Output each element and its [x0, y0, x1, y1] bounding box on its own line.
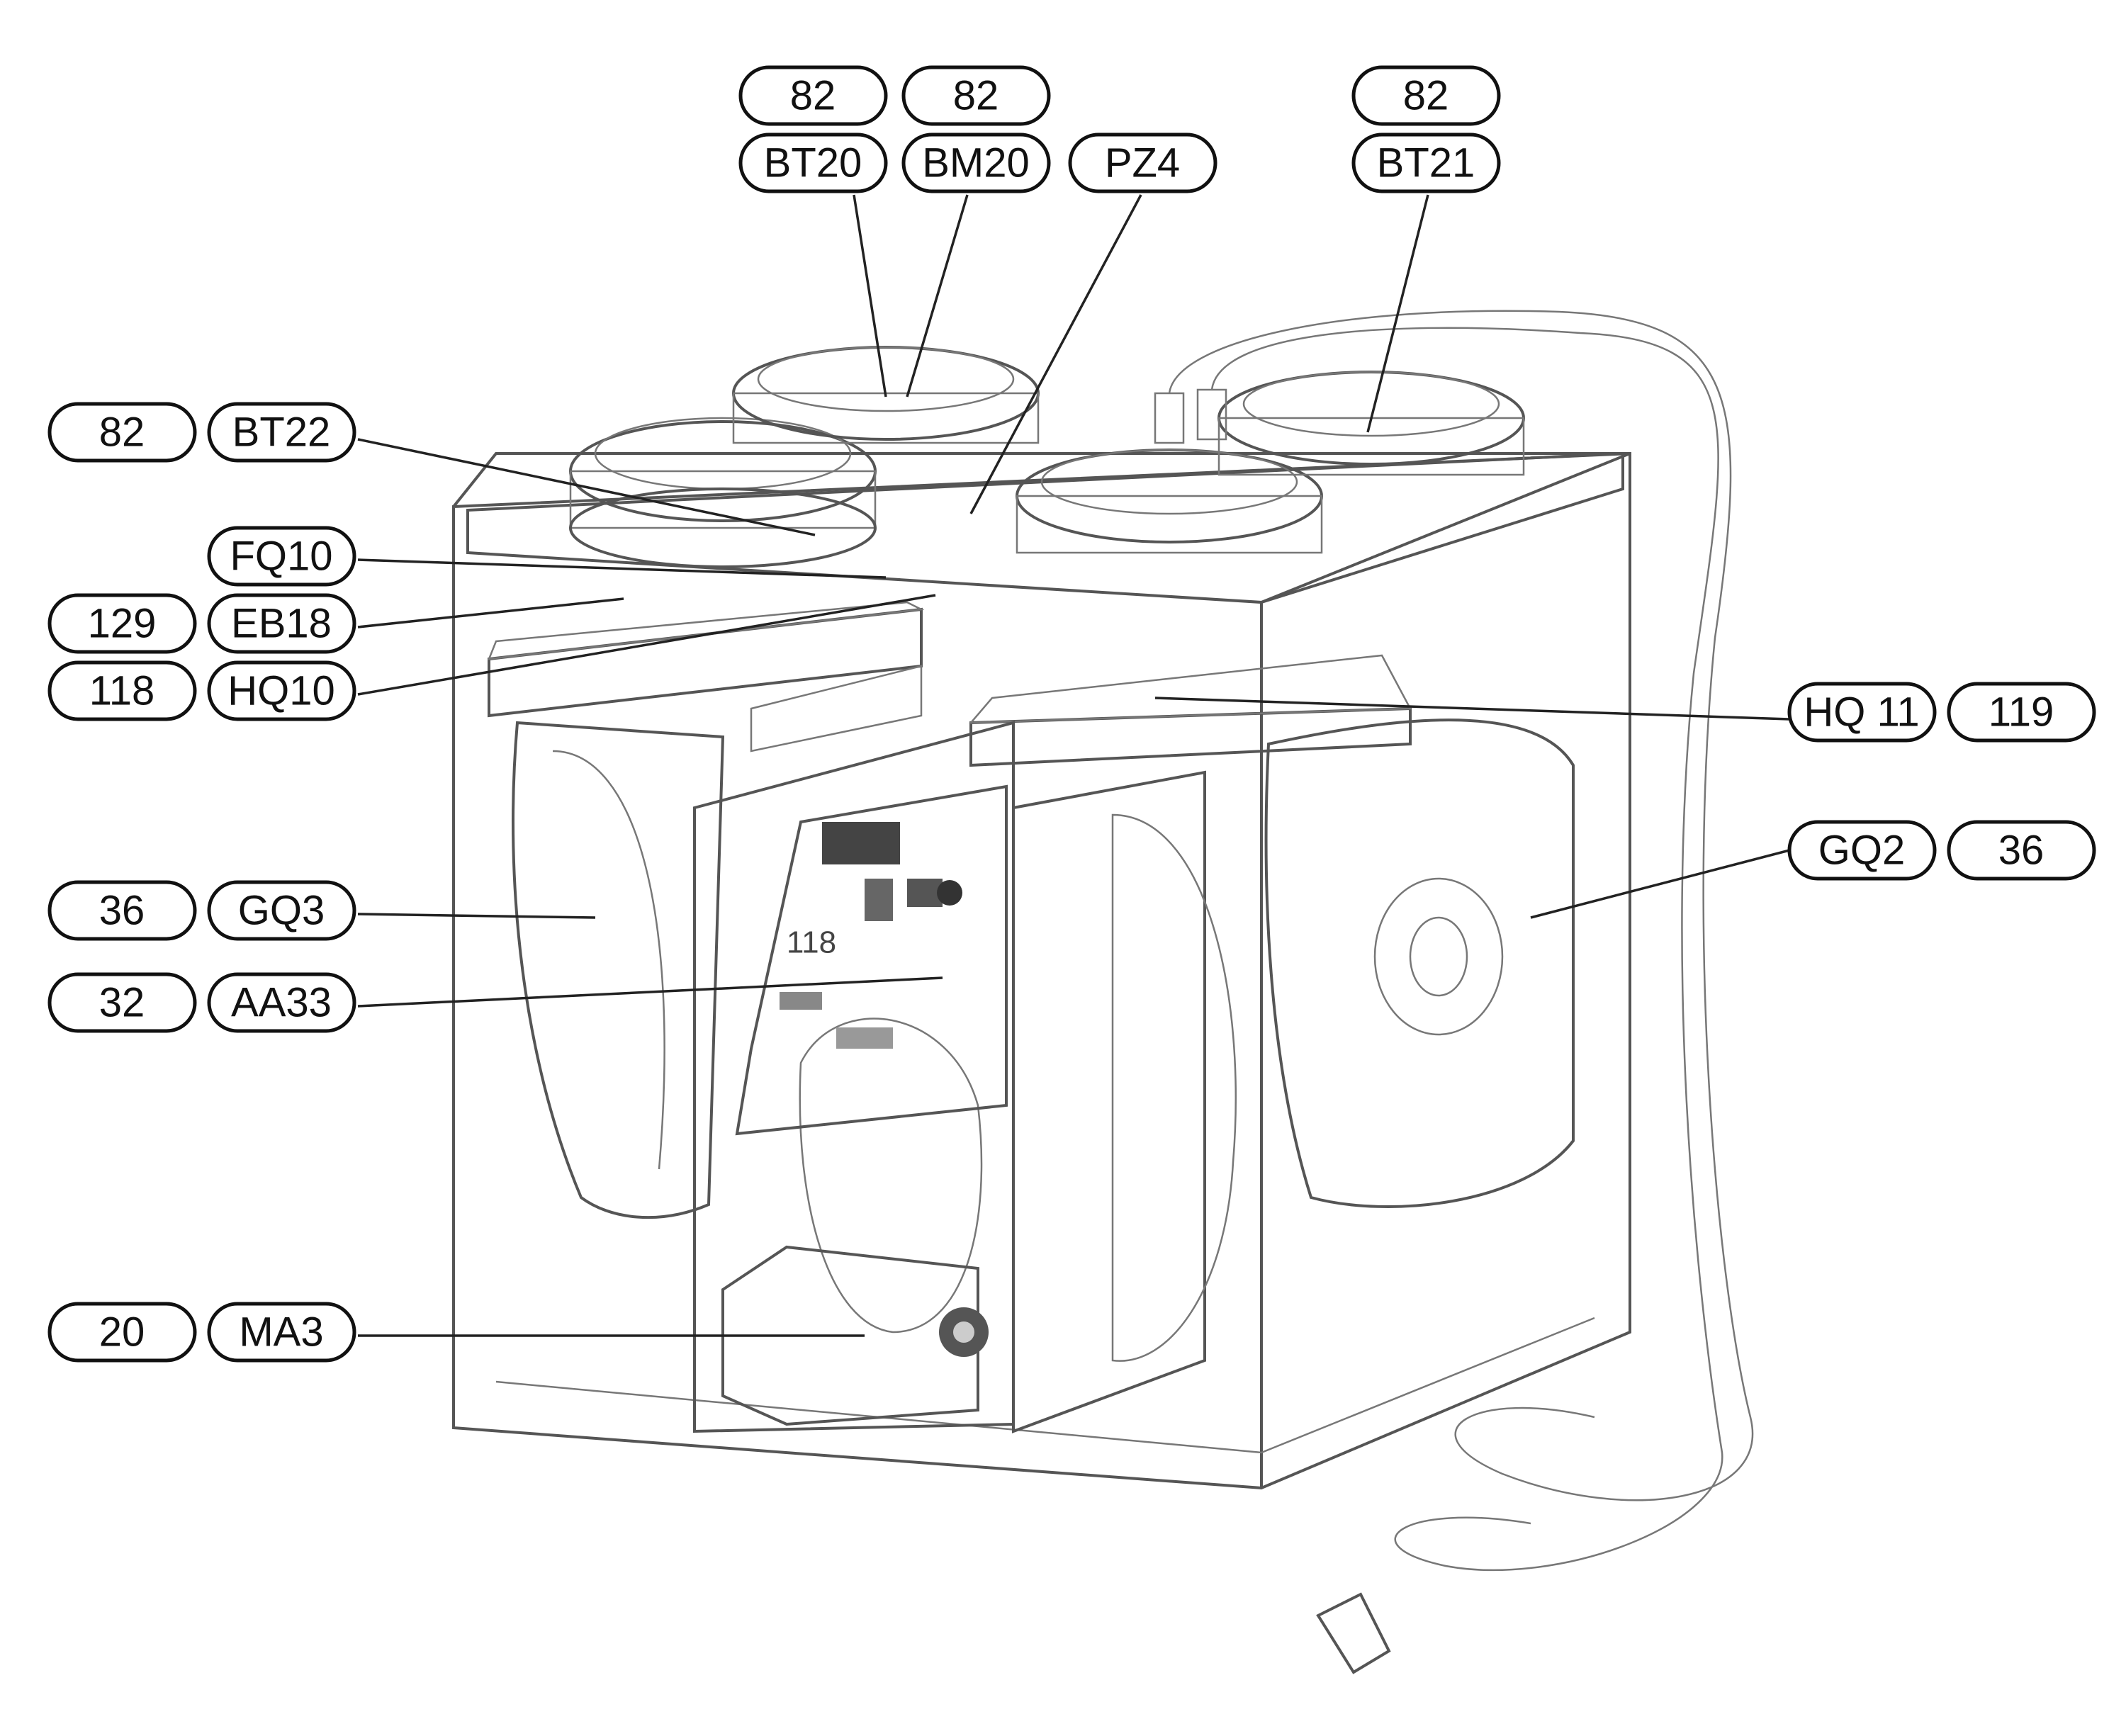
callout-pz4: PZ4	[1068, 133, 1217, 193]
leader-hq10	[357, 594, 936, 696]
callout-pill	[1787, 682, 1937, 743]
callout-bt22: 82 BT22	[47, 402, 356, 463]
callout-pill	[47, 660, 197, 721]
callout-number: 82	[790, 73, 836, 119]
leader-aa33	[357, 976, 943, 1008]
leader-gq3	[357, 913, 596, 919]
callout-number: 20	[99, 1309, 145, 1355]
filter-hq10	[488, 601, 925, 753]
callout-code: EB18	[231, 601, 332, 647]
callout-pill	[1947, 820, 2096, 881]
callout-fq10: FQ10	[207, 526, 356, 587]
callout-pill	[47, 402, 197, 463]
callout-pill	[207, 593, 356, 654]
callout-bm20: 82 BM20	[901, 65, 1051, 193]
control-board-aa33	[735, 784, 1008, 1136]
heat-exchanger	[693, 721, 1237, 1433]
callout-pill	[47, 593, 197, 654]
callout-code: BM20	[922, 140, 1030, 186]
leader-bt22	[357, 438, 816, 536]
callout-pill	[47, 972, 197, 1033]
leader-lines	[357, 194, 1790, 1337]
leader-eb18	[357, 597, 624, 629]
callout-gq2: GQ2 36	[1787, 820, 2096, 881]
callout-pill	[207, 1302, 356, 1363]
callout-number: 129	[88, 601, 157, 647]
callout-pill	[738, 65, 888, 126]
callout-code: BT20	[764, 140, 862, 186]
callout-pill	[1947, 682, 2096, 743]
callouts: 82 BT20 82 BM20 PZ4 82 BT21 82 BT22	[47, 65, 2096, 1363]
leader-hq11	[1154, 697, 1790, 721]
fan-gq3	[512, 721, 725, 1219]
callout-pill	[1351, 65, 1501, 126]
fan-gq2	[1264, 718, 1575, 1209]
filter-hq11	[969, 654, 1412, 767]
duct-collar-left	[569, 417, 877, 568]
callout-number: 82	[953, 73, 999, 119]
callout-bt20: 82 BT20	[738, 65, 888, 193]
board-component	[822, 822, 900, 864]
duct-collar-back-left	[732, 346, 1040, 444]
callout-code: HQ 11	[1804, 689, 1919, 735]
leader-fq10	[357, 558, 887, 579]
callout-code: AA33	[231, 980, 332, 1026]
callout-pill	[901, 65, 1051, 126]
leader-bm20	[906, 194, 969, 398]
callout-hq11: HQ 11 119	[1787, 682, 2096, 743]
duct-collar-front-right	[1016, 449, 1323, 554]
leader-pz4	[969, 194, 1142, 514]
callout-number: 36	[1998, 828, 2045, 874]
unit-casing	[452, 451, 1631, 1490]
callout-eb18: 129 EB18	[47, 593, 356, 654]
callout-pill	[1351, 133, 1501, 193]
top-plate	[466, 451, 1624, 604]
power-cable	[1154, 310, 1754, 1674]
leader-gq2	[1530, 849, 1790, 919]
callout-pill	[207, 972, 356, 1033]
callout-pill	[1787, 820, 1937, 881]
callout-code: GQ3	[238, 888, 325, 934]
power-plug	[1316, 1592, 1391, 1674]
callout-code: GQ2	[1818, 828, 1906, 874]
motor-ma3	[721, 1245, 989, 1426]
callout-pill	[207, 660, 356, 721]
callout-number: 36	[99, 888, 145, 934]
callout-ma3: 20 MA3	[47, 1302, 356, 1363]
callout-pill	[1068, 133, 1217, 193]
callout-pill	[901, 133, 1051, 193]
callout-pill	[47, 1302, 197, 1363]
callout-hq10: 118 HQ10	[47, 660, 356, 721]
callout-code: BT22	[232, 410, 331, 456]
callout-pill	[47, 880, 197, 941]
callout-number: 32	[99, 980, 145, 1026]
callout-code: BT21	[1377, 140, 1475, 186]
callout-code: FQ10	[230, 534, 332, 580]
callout-bt21: 82 BT21	[1351, 65, 1501, 193]
callout-code: PZ4	[1105, 140, 1180, 186]
callout-number: 82	[1403, 73, 1449, 119]
board-overlay-label: 118	[787, 925, 836, 960]
callout-aa33: 32 AA33	[47, 972, 356, 1033]
callout-pill	[738, 133, 888, 193]
callout-number: 118	[89, 668, 154, 714]
callout-code: HQ10	[227, 668, 335, 714]
leader-bt20	[853, 194, 887, 398]
unit-illustration	[452, 310, 1754, 1674]
callout-code: MA3	[239, 1309, 323, 1355]
callout-number: 119	[1989, 689, 2054, 735]
leader-bt21	[1366, 194, 1429, 433]
callout-number: 82	[99, 410, 145, 456]
callout-pill	[207, 402, 356, 463]
callout-pill	[207, 526, 356, 587]
callout-pill	[207, 880, 356, 941]
callout-gq3: 36 GQ3	[47, 880, 356, 941]
